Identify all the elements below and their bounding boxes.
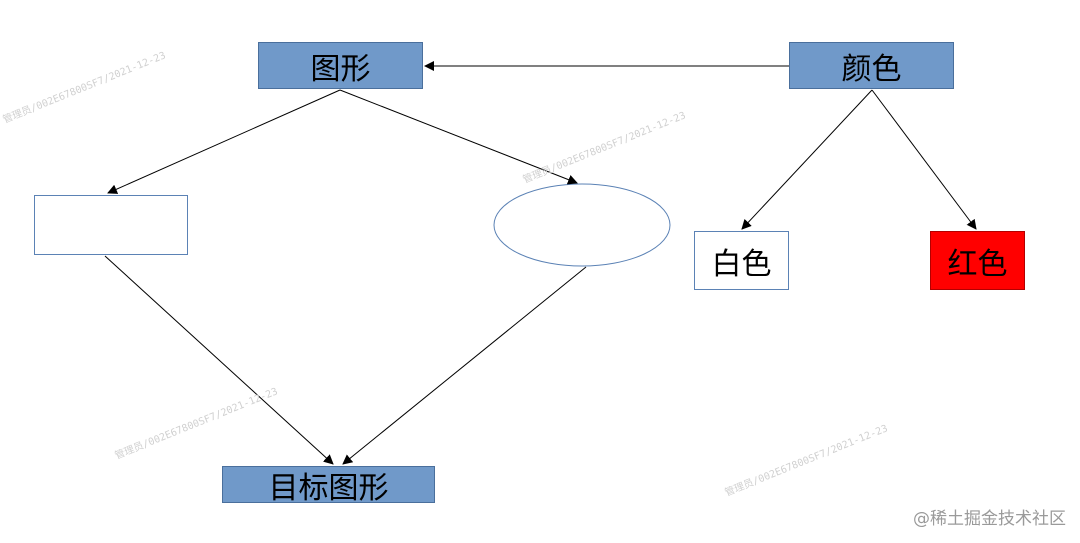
node-target-label: 目标图形: [268, 471, 389, 505]
arrow-shape-to-ellipse: [339, 89, 578, 185]
arrow-color-to-red: [871, 89, 977, 230]
ellipse-shape: [493, 183, 671, 267]
arrow-rectangle-to-target: [104, 255, 334, 465]
node-color-label: 颜色: [841, 52, 902, 86]
node-white-label: 白色: [711, 247, 772, 281]
arrow-shape-to-rectangle: [107, 89, 341, 194]
node-red-label: 红色: [947, 247, 1008, 281]
node-color: 颜色: [789, 42, 954, 89]
arrow-color-to-white: [741, 89, 873, 230]
node-shape: 图形: [258, 42, 423, 89]
node-shape-label: 图形: [310, 52, 371, 86]
node-target: 目标图形: [222, 466, 435, 505]
node-rectangle: [34, 195, 188, 255]
arrow-ellipse-to-target: [342, 266, 587, 465]
node-white: 白色: [694, 231, 789, 290]
credit-text: @稀土掘金技术社区: [913, 509, 1066, 529]
node-red: 红色: [930, 231, 1025, 290]
